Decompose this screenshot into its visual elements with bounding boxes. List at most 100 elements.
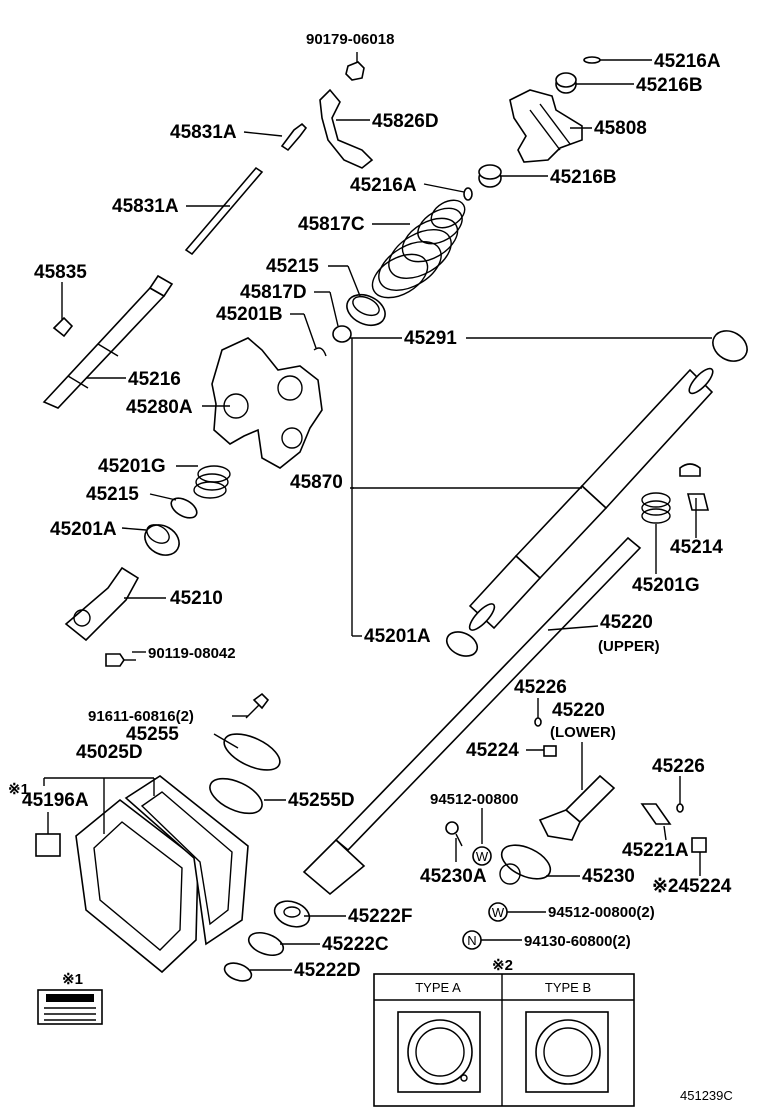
label-45224-a: 45224: [466, 740, 519, 761]
spring-45201G-left-shape: [193, 465, 231, 499]
label-45835: 45835: [34, 262, 87, 283]
pin-45226-b-shape: [676, 803, 684, 813]
bushing-45817D-shape: [332, 325, 352, 343]
label-94130-60800: 94130-60800(2): [524, 933, 631, 950]
label-45216: 45216: [128, 369, 181, 390]
label-45214: 45214: [670, 537, 723, 558]
ring-45291-shape: [712, 330, 748, 362]
coupling-45230-shape: [499, 844, 552, 885]
bolt-90119-shape: [105, 653, 136, 667]
pin-45221A-shape: [640, 803, 672, 825]
bushing-45201A-bottom-shape: [445, 631, 479, 657]
ring-45222D-shape: [223, 962, 253, 982]
label-plate-45196A-shape: [35, 833, 61, 857]
bolt-91611-shape: [245, 692, 270, 719]
label-45216B-top: 45216B: [636, 75, 703, 96]
label-45280A: 45280A: [126, 397, 193, 418]
label-45870: 45870: [290, 472, 343, 493]
label-45201B: 45201B: [216, 304, 283, 325]
label-91611-60816: 91611-60816(2): [88, 708, 194, 725]
label-45255D: 45255D: [288, 790, 355, 811]
clamp-45255-shape: [223, 733, 281, 771]
label-type-a: TYPE A: [415, 980, 461, 995]
label-type-b: TYPE B: [545, 980, 591, 995]
shaft-45220-upper-shape: [302, 536, 642, 896]
clip-45214-shape: [679, 463, 710, 511]
pin-45831A-shape: [280, 122, 308, 152]
spring-45201G-right-shape: [641, 492, 671, 524]
washer-marker-2: W: [488, 902, 508, 922]
label-45222D: 45222D: [294, 960, 361, 981]
label-94512-00800: 94512-00800: [430, 791, 518, 808]
clip-45216A-mid-shape: [463, 187, 473, 201]
column-tube-45870-shape: [468, 367, 714, 631]
nut-marker-text: N: [467, 933, 476, 948]
label-45216A-mid: 45216A: [350, 175, 417, 196]
label-45220-lower: 45220: [552, 700, 605, 721]
label-45201A-bottom: 45201A: [364, 626, 431, 647]
boot-45817C-shape: [371, 199, 466, 299]
label-45817C: 45817C: [298, 214, 365, 235]
label-45222C: 45222C: [322, 934, 389, 955]
label-45210: 45210: [170, 588, 223, 609]
label-45220-upper: 45220: [600, 612, 653, 633]
label-45226-a: 45226: [514, 677, 567, 698]
label-ref-mark-1b: ※1: [62, 971, 83, 988]
washer-marker-1-text: W: [476, 849, 489, 864]
joint-45210-shape: [64, 566, 140, 642]
label-ref-mark-1: ※1: [8, 781, 29, 798]
label-90179-06018: 90179-06018: [306, 31, 394, 48]
ring-45215-left-shape: [170, 497, 198, 519]
label-45817D: 45817D: [240, 282, 307, 303]
bushing-45216B-top-shape: [555, 72, 577, 94]
diagram-id: 451239C: [680, 1088, 733, 1103]
label-45201A-left: 45201A: [50, 519, 117, 540]
lever-45826D-shape: [319, 88, 374, 169]
label-45255: 45255: [126, 724, 179, 745]
washer-marker-1: W: [472, 846, 492, 866]
label-90119-08042: 90119-08042: [148, 645, 236, 662]
label-45196A: 45196A: [22, 790, 89, 811]
label-ref-mark-2: ※2: [492, 957, 513, 974]
ring-45222C-shape: [247, 931, 285, 957]
washer-marker-2-text: W: [492, 905, 505, 920]
nut-marker: N: [462, 930, 482, 950]
label-45215-top: 45215: [266, 256, 319, 277]
leader-lines: [43, 52, 712, 971]
block-45224-a-shape: [543, 745, 557, 757]
label-45826D: 45826D: [372, 111, 439, 132]
label-45216A-top: 45216A: [654, 51, 721, 72]
bushing-45216B-mid-shape: [478, 164, 502, 188]
clip-45201B-shape: [313, 347, 327, 357]
ring-45215-top-shape: [346, 293, 386, 327]
caution-sticker-shape: [37, 989, 103, 1025]
label-45291: 45291: [404, 328, 457, 349]
label-45226-b: 45226: [652, 756, 705, 777]
label-45201G-left: 45201G: [98, 456, 166, 477]
block-45224-b-shape: [691, 837, 707, 853]
label-45230A: 45230A: [420, 866, 487, 887]
bolt-94512-a-shape: [445, 821, 463, 847]
pin-45226-a-shape: [534, 717, 542, 727]
bracket-45808-shape: [509, 89, 583, 163]
label-45808: 45808: [594, 118, 647, 139]
bushing-45201A-left-shape: [144, 524, 180, 556]
label-45222F: 45222F: [348, 906, 412, 927]
rod-45831A-shape: [184, 166, 264, 256]
seal-45222F-shape: [273, 900, 311, 928]
ring-45255D-shape: [209, 777, 263, 815]
housing-45280A-shape: [211, 337, 323, 469]
label-45201G-right: 45201G: [632, 575, 700, 596]
label-45831A-rod: 45831A: [112, 196, 179, 217]
gasket-45025D-shape: [75, 775, 249, 974]
cap-45835-shape: [52, 316, 74, 338]
label-45831A-pin: 45831A: [170, 122, 237, 143]
label-94512-00800-2: 94512-00800(2): [548, 904, 655, 921]
label-45221A: 45221A: [622, 840, 689, 861]
shaft-45216-shape: [42, 274, 174, 409]
nut-90179-shape: [345, 61, 365, 81]
label-45215-left: 45215: [86, 484, 139, 505]
label-45025D: 45025D: [76, 742, 143, 763]
label-45230: 45230: [582, 866, 635, 887]
